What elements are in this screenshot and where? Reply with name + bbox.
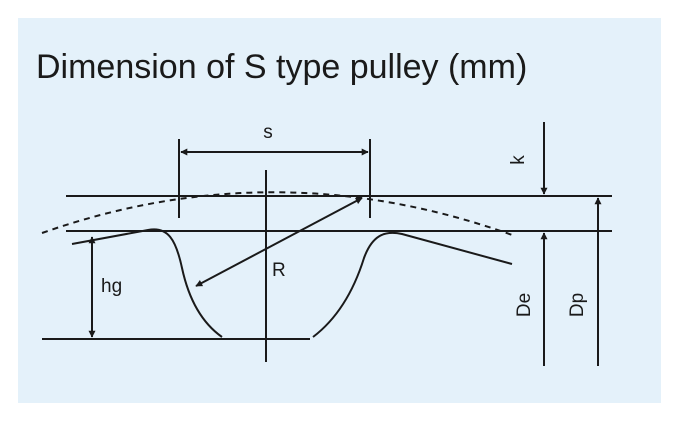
pitch-circle-arc [41,191,516,237]
r-dimension-arrow [195,197,363,287]
label-dp: Dp [567,293,588,317]
label-s: s [263,122,273,143]
groove-profile [71,228,223,338]
label-r: R [272,260,286,281]
label-hg: hg [101,276,122,297]
label-de: De [514,293,535,317]
diagram-title: Dimension of S type pulley (mm) [36,48,528,86]
groove-profile-right [312,231,513,338]
label-k: k [508,155,529,165]
